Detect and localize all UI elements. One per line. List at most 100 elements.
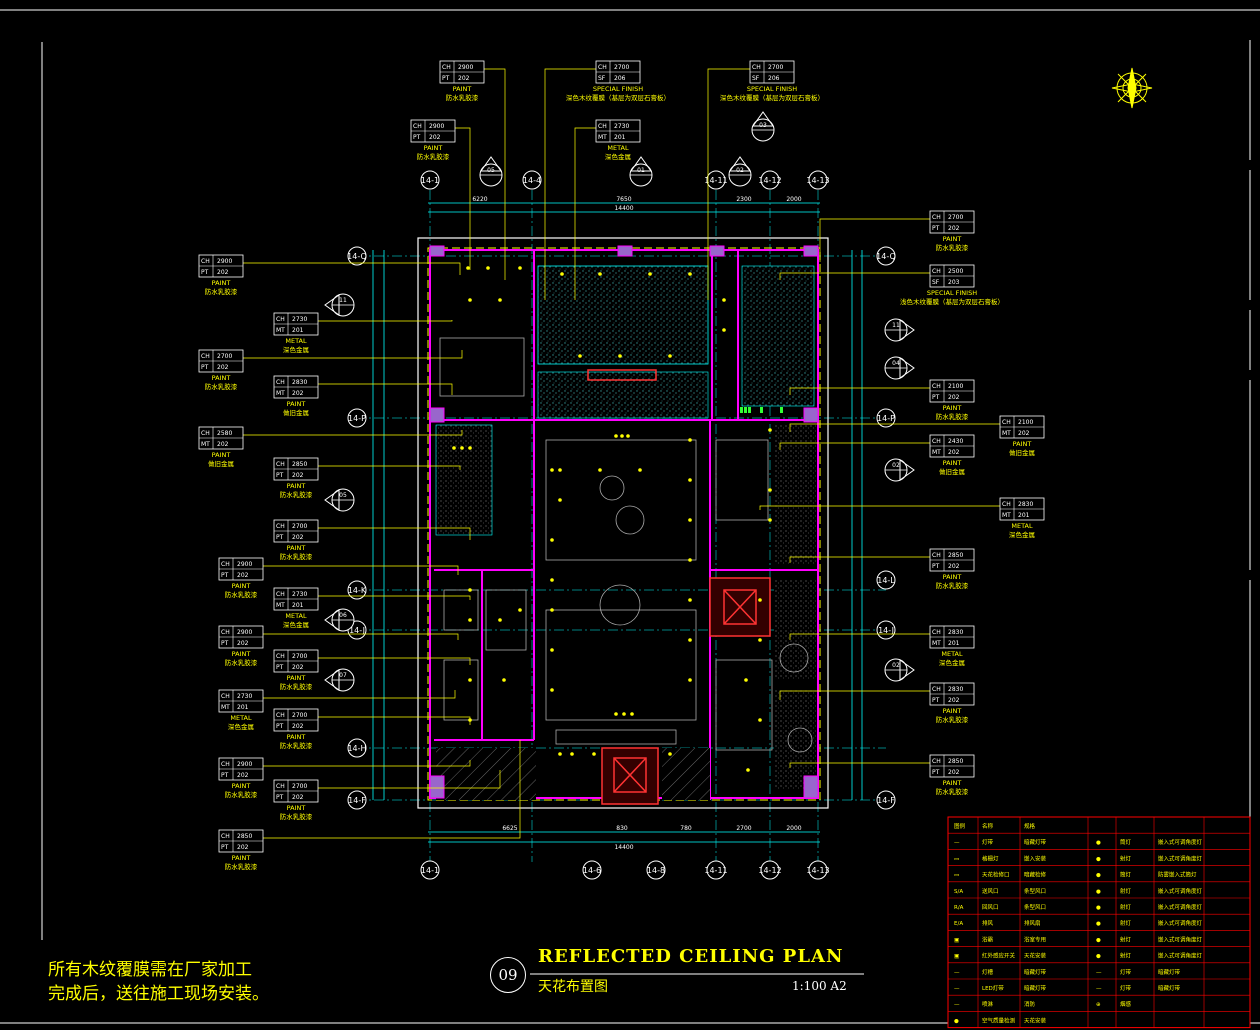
grid-bubble-left bbox=[347, 580, 367, 600]
legend-desc: 暗藏检修 bbox=[1024, 871, 1047, 879]
tag-code: MT bbox=[221, 704, 230, 711]
tag-ch: CH bbox=[221, 761, 230, 768]
legend-name: 射灯 bbox=[1120, 854, 1132, 862]
sensor-fixture bbox=[740, 407, 743, 413]
tag-ch-value: 2700 bbox=[948, 214, 963, 221]
legend-symbol: ● bbox=[1096, 954, 1101, 960]
tag-ch-value: 2700 bbox=[292, 783, 307, 790]
svg-text:01: 01 bbox=[637, 167, 645, 174]
tag-number: 206 bbox=[768, 75, 780, 82]
tag-type: PAINT bbox=[232, 582, 251, 590]
tag-number: 202 bbox=[948, 225, 960, 232]
tag-type: PAINT bbox=[232, 782, 251, 790]
light-fixture bbox=[558, 498, 562, 502]
legend-name: 灯槽 bbox=[982, 968, 994, 976]
dimension-label: 830 bbox=[616, 825, 628, 832]
tag-number: 201 bbox=[237, 704, 249, 711]
legend-symbol: ● bbox=[1096, 840, 1101, 846]
tag-number: 202 bbox=[237, 772, 249, 779]
tag-desc: 做旧金属 bbox=[208, 459, 234, 468]
tag-ch-value: 2900 bbox=[237, 761, 252, 768]
legend-name: 筒灯 bbox=[1120, 838, 1132, 846]
tag-desc: 深色金属 bbox=[939, 658, 965, 667]
grid-label: 14-6 bbox=[583, 866, 601, 875]
section-marker-icon: 11 bbox=[324, 293, 355, 317]
tag-ch: CH bbox=[276, 523, 285, 530]
legend-name: 射灯 bbox=[1120, 919, 1132, 927]
legend-symbol: ▭ bbox=[954, 856, 959, 862]
light-fixtures bbox=[452, 266, 783, 772]
grid-bubble-left bbox=[347, 738, 367, 758]
legend-table: 图例名称规格—灯带暗藏灯带●筒灯嵌入式可调角度灯▭格栅灯嵌入安装●射灯嵌入式可调… bbox=[947, 816, 1251, 1029]
light-fixture bbox=[638, 468, 642, 472]
tag-desc: 防水乳胶漆 bbox=[417, 152, 450, 161]
tag-code: PT bbox=[276, 723, 284, 730]
light-fixture bbox=[460, 446, 464, 450]
tag-code: MT bbox=[201, 441, 210, 448]
tag-type: SPECIAL FINISH bbox=[747, 85, 797, 93]
legend-name: 射灯 bbox=[1120, 952, 1132, 960]
tag-type: METAL bbox=[1011, 522, 1033, 530]
tag-ch-value: 2900 bbox=[458, 64, 473, 71]
tag-desc: 防水乳胶漆 bbox=[446, 93, 479, 102]
svg-text:11: 11 bbox=[892, 322, 900, 329]
leader-line bbox=[263, 633, 459, 640]
light-fixture bbox=[688, 558, 692, 562]
grid-label: 14-J bbox=[349, 626, 365, 635]
tag-code: MT bbox=[276, 602, 285, 609]
tag-desc: 深色金属 bbox=[283, 345, 309, 354]
grid-bubble-top bbox=[420, 170, 440, 190]
legend-symbol: ● bbox=[1096, 856, 1101, 862]
light-fixture bbox=[688, 638, 692, 642]
tag-desc: 防水乳胶漆 bbox=[225, 862, 258, 871]
tag-number: 202 bbox=[217, 441, 229, 448]
tag-code: PT bbox=[201, 269, 209, 276]
tag-desc: 防水乳胶漆 bbox=[280, 490, 313, 499]
drawing-title-en: REFLECTED CEILING PLAN bbox=[538, 946, 844, 967]
tag-ch: CH bbox=[221, 561, 230, 568]
dimension-label: 6625 bbox=[502, 825, 517, 832]
tag-number: 202 bbox=[292, 794, 304, 801]
legend-desc: 嵌入式可调角度灯 bbox=[1158, 838, 1203, 846]
tag-ch-value: 2700 bbox=[768, 64, 783, 71]
light-fixture bbox=[668, 752, 672, 756]
light-fixture bbox=[688, 598, 692, 602]
grid-bubble-top bbox=[808, 170, 828, 190]
tag-type: PAINT bbox=[232, 854, 251, 862]
light-fixture bbox=[486, 266, 490, 270]
legend-symbol: — bbox=[954, 970, 960, 976]
tag-ch: CH bbox=[932, 629, 941, 636]
drawing-scale: 1:100 A2 bbox=[792, 979, 847, 993]
section-marker-icon: 06 bbox=[324, 608, 355, 632]
dimension-label: 2700 bbox=[736, 825, 751, 832]
legend-desc: 排风扇 bbox=[1024, 919, 1041, 927]
tag-ch: CH bbox=[221, 629, 230, 636]
legend-desc: 嵌入式可调角度灯 bbox=[1158, 887, 1203, 895]
section-marker-icon: 02 bbox=[884, 458, 915, 482]
grid-label: 14-8 bbox=[647, 866, 665, 875]
tag-ch-value: 2500 bbox=[948, 268, 963, 275]
grid-label: 14-K bbox=[348, 586, 367, 595]
tag-type: PAINT bbox=[212, 374, 231, 382]
leader-line bbox=[789, 387, 930, 395]
grid-bubble-right bbox=[876, 570, 896, 590]
light-fixture bbox=[468, 298, 472, 302]
sensor-fixture bbox=[760, 407, 763, 413]
leader-line bbox=[318, 657, 471, 665]
tag-number: 202 bbox=[237, 844, 249, 851]
tag-type: METAL bbox=[285, 337, 307, 345]
legend-name: 灯带 bbox=[1120, 968, 1132, 976]
grid-label: 14-F bbox=[348, 796, 366, 805]
tag-number: 202 bbox=[292, 472, 304, 479]
skylight-boxes bbox=[587, 369, 771, 805]
legend-name: 射灯 bbox=[1120, 887, 1132, 895]
